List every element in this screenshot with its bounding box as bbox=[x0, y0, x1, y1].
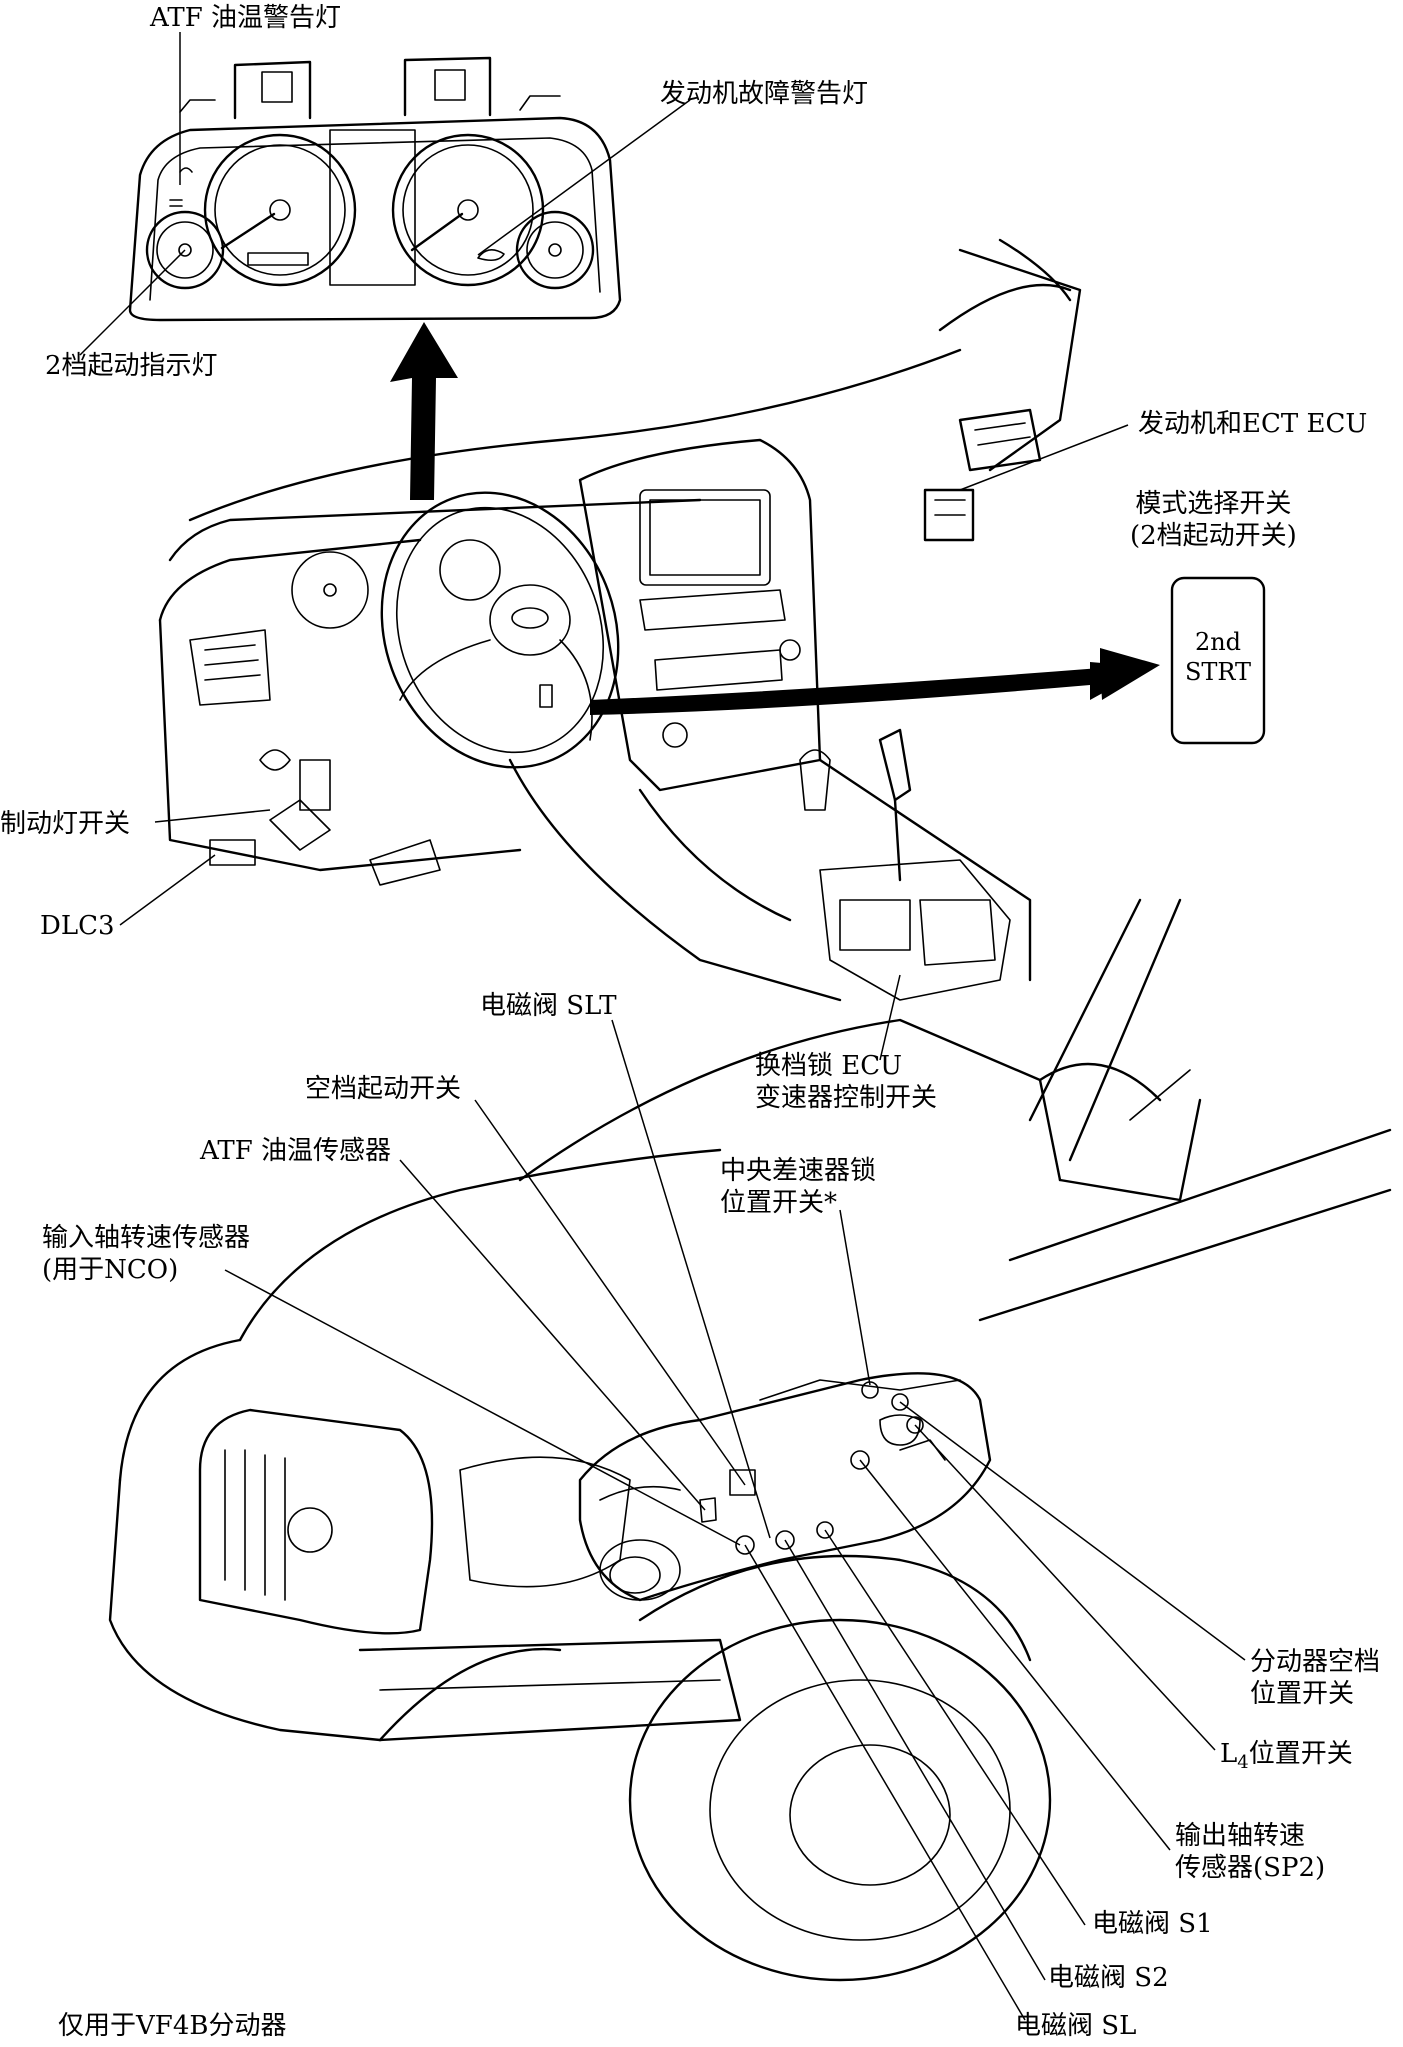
footnote: 仅用于VF4B分动器 bbox=[58, 2011, 287, 2041]
label-brake-light-switch: 制动灯开关 bbox=[0, 809, 131, 839]
label-transfer-neutral-switch: 分动器空档 位置开关 bbox=[1250, 1647, 1381, 1709]
label-atf-temp-sensor: ATF 油温传感器 bbox=[200, 1136, 392, 1166]
label-second-start-indicator: 2档起动指示灯 bbox=[45, 351, 218, 381]
leader-lines bbox=[79, 32, 1246, 2021]
label-mode-select-switch: 模式选择开关 (2档起动开关) bbox=[1130, 489, 1297, 551]
label-output-shaft-speed-sensor: 输出轴转速 传感器(SP2) bbox=[1175, 1821, 1326, 1883]
instrument-cluster-drawing bbox=[128, 56, 622, 322]
arrow-to-cluster bbox=[390, 322, 458, 500]
vehicle-front-drawing bbox=[108, 898, 1392, 1982]
label-center-diff-lock-switch: 中央差速器锁 位置开关* bbox=[720, 1156, 877, 1218]
second-start-button-shape bbox=[1170, 576, 1266, 745]
label-shift-lock-ecu: 换档锁 ECU 变速器控制开关 bbox=[755, 1051, 938, 1113]
label-solenoid-slt: 电磁阀 SLT bbox=[480, 991, 617, 1021]
label-engine-fault-warning-light: 发动机故障警告灯 bbox=[660, 79, 869, 109]
label-solenoid-s1: 电磁阀 S1 bbox=[1092, 1909, 1213, 1939]
label-engine-ect-ecu: 发动机和ECT ECU bbox=[1138, 409, 1368, 439]
label-input-shaft-speed-sensor: 输入轴转速传感器 (用于NCO) bbox=[42, 1223, 251, 1285]
second-start-button-text: 2nd STRT bbox=[1184, 628, 1252, 686]
label-neutral-start-switch: 空档起动开关 bbox=[305, 1074, 462, 1104]
label-solenoid-sl: 电磁阀 SL bbox=[1015, 2011, 1137, 2041]
dashboard-drawing bbox=[158, 238, 1082, 1002]
label-dlc3: DLC3 bbox=[40, 911, 115, 941]
label-solenoid-s2: 电磁阀 S2 bbox=[1048, 1963, 1169, 1993]
label-atf-temp-warning-light: ATF 油温警告灯 bbox=[150, 3, 342, 33]
label-l4-position-switch: L4位置开关 bbox=[1220, 1739, 1353, 1774]
